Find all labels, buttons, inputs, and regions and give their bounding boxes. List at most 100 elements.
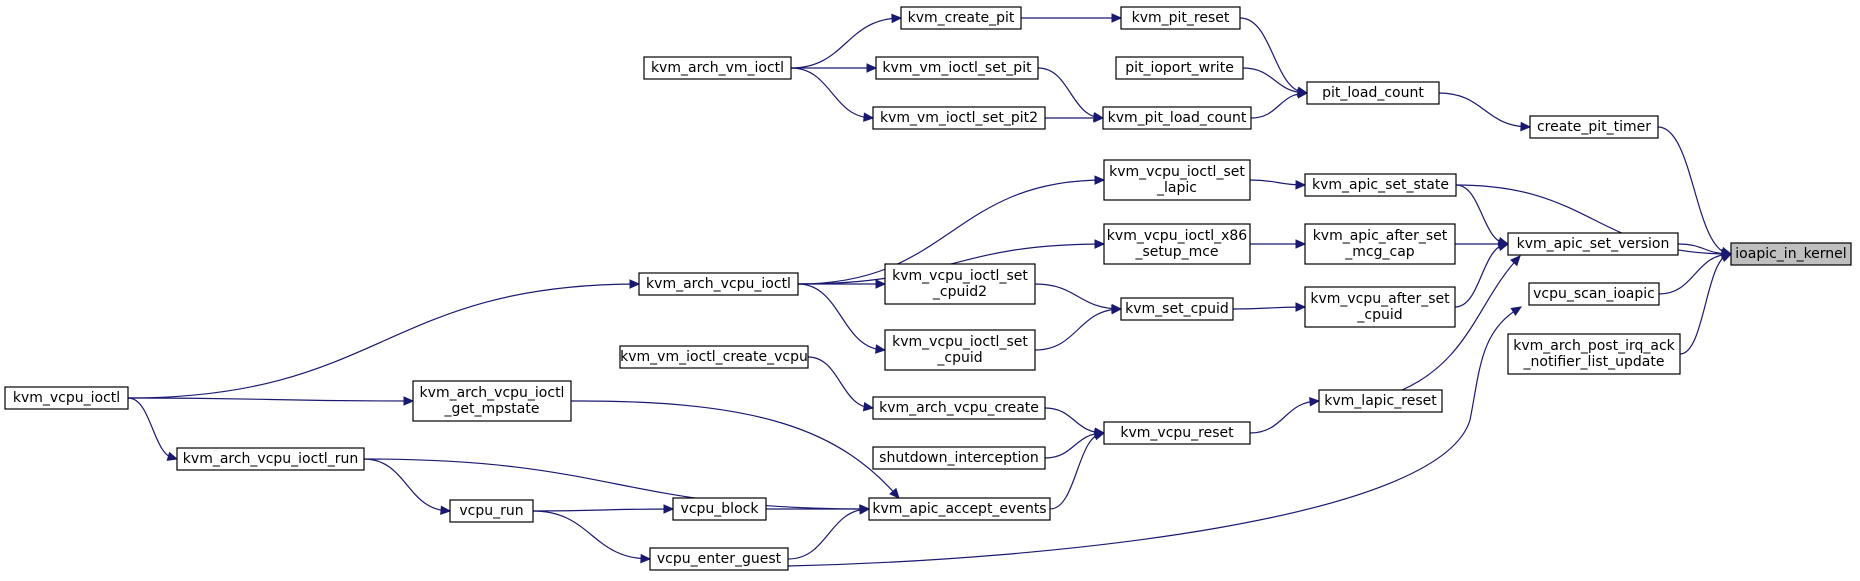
node-box (4, 386, 129, 410)
node-box (1304, 223, 1456, 265)
node-kvm_vm_ioctl_create_vcpu[interactable]: kvm_vm_ioctl_create_vcpu (619, 345, 809, 369)
edge-kvm_arch_vcpu_ioctl_run-to-vcpu_run (363, 458, 452, 515)
edge-kvm_arch_vm_ioctl-to-kvm_vm_ioctl_set_pit (791, 63, 878, 73)
node-kvm_vm_ioctl_set_pit[interactable]: kvm_vm_ioctl_set_pit (875, 56, 1039, 80)
node-label: shutdown_interception (879, 450, 1039, 466)
node-ioapic_in_kernel[interactable]: ioapic_in_kernel (1730, 242, 1852, 266)
edge-line (1034, 283, 1122, 310)
node-label: kvm_create_pit (908, 10, 1015, 26)
node-label: kvm_pit_reset (1132, 10, 1230, 26)
node-vcpu_scan_ioapic[interactable]: vcpu_scan_ioapic (1528, 282, 1660, 306)
edge-line (363, 458, 451, 512)
node-kvm_apic_set_version[interactable]: kvm_apic_set_version (1507, 232, 1679, 256)
edge-line (127, 397, 414, 402)
node-label: kvm_apic_accept_events (872, 501, 1046, 517)
node-label: vcpu_block (681, 501, 760, 517)
node-label: _get_mpstate (444, 401, 540, 417)
node-kvm_arch_vcpu_ioctl[interactable]: kvm_arch_vcpu_ioctl (638, 272, 799, 296)
node-kvm_vcpu_after_set_cpuid[interactable]: kvm_vcpu_after_set_cpuid (1304, 286, 1456, 328)
node-box (884, 329, 1036, 371)
node-kvm_vcpu_reset[interactable]: kvm_vcpu_reset (1103, 421, 1251, 445)
node-box (1529, 115, 1659, 139)
edge-kvm_vcpu_ioctl-to-kvm_arch_vcpu_ioctl_run (127, 397, 179, 461)
node-box (872, 396, 1046, 420)
node-kvm_create_pit[interactable]: kvm_create_pit (900, 6, 1022, 30)
edge-kvm_create_pit-to-kvm_pit_reset (1021, 13, 1123, 23)
node-box (1115, 56, 1244, 80)
node-kvm_vcpu_ioctl[interactable]: kvm_vcpu_ioctl (4, 386, 129, 410)
arrowhead (1295, 180, 1307, 190)
edge-line (1658, 253, 1732, 295)
node-kvm_pit_load_count[interactable]: kvm_pit_load_count (1102, 106, 1252, 130)
node-box (1528, 282, 1660, 306)
arrowhead (1295, 302, 1307, 312)
node-kvm_apic_after_set_mcg_cap[interactable]: kvm_apic_after_set_mcg_cap (1304, 223, 1456, 265)
node-kvm_vcpu_ioctl_set_cpuid[interactable]: kvm_vcpu_ioctl_set_cpuid (884, 329, 1036, 371)
node-kvm_arch_vm_ioctl[interactable]: kvm_arch_vm_ioctl (643, 56, 792, 80)
node-label: vcpu_enter_guest (657, 551, 782, 567)
arrowhead (1093, 431, 1106, 441)
node-kvm_arch_post_irq_ack_notifier_list_update[interactable]: kvm_arch_post_irq_ack_notifier_list_upda… (1507, 333, 1681, 375)
arrowhead (1295, 239, 1307, 249)
edge-kvm_vcpu_ioctl_x86_setup_mce-to-kvm_apic_after_set_mcg_cap (1250, 239, 1307, 249)
edge-line (1034, 308, 1122, 351)
edge-line (1049, 432, 1105, 510)
node-label: kvm_vcpu_reset (1120, 425, 1234, 441)
node-vcpu_enter_guest[interactable]: vcpu_enter_guest (649, 547, 789, 571)
node-label: kvm_arch_post_irq_ack (1513, 338, 1675, 354)
node-label: _cpuid (1356, 307, 1402, 323)
edge-kvm_set_cpuid-to-kvm_vcpu_after_set_cpuid (1232, 302, 1307, 312)
arrowhead (629, 279, 641, 289)
node-kvm_vcpu_ioctl_x86_setup_mce[interactable]: kvm_vcpu_ioctl_x86_setup_mce (1103, 223, 1251, 265)
edge-kvm_vcpu_ioctl_set_lapic-to-kvm_apic_set_state (1249, 179, 1307, 190)
node-kvm_arch_vcpu_ioctl_run[interactable]: kvm_arch_vcpu_ioctl_run (176, 447, 365, 471)
node-kvm_vcpu_ioctl_set_lapic[interactable]: kvm_vcpu_ioctl_set_lapic (1103, 159, 1251, 201)
node-pit_ioport_write[interactable]: pit_ioport_write (1115, 56, 1244, 80)
node-box (1103, 223, 1251, 265)
edge-line (1455, 184, 1732, 255)
node-vcpu_run[interactable]: vcpu_run (449, 499, 534, 523)
node-kvm_vm_ioctl_set_pit2[interactable]: kvm_vm_ioctl_set_pit2 (872, 106, 1046, 130)
node-box (1304, 286, 1456, 328)
node-kvm_lapic_reset[interactable]: kvm_lapic_reset (1318, 389, 1443, 413)
node-create_pit_timer[interactable]: create_pit_timer (1529, 115, 1659, 139)
node-kvm_set_cpuid[interactable]: kvm_set_cpuid (1120, 297, 1234, 321)
node-box (649, 547, 789, 571)
node-box (875, 56, 1039, 80)
arrowhead (1297, 89, 1309, 99)
node-kvm_arch_vcpu_ioctl_get_mpstate[interactable]: kvm_arch_vcpu_ioctl_get_mpstate (412, 380, 572, 422)
node-label: _cpuid (936, 350, 982, 366)
node-kvm_apic_set_state[interactable]: kvm_apic_set_state (1304, 173, 1457, 197)
node-label: ioapic_in_kernel (1735, 246, 1846, 262)
node-kvm_arch_vcpu_create[interactable]: kvm_arch_vcpu_create (872, 396, 1046, 420)
node-box (1120, 6, 1241, 30)
node-box (176, 447, 365, 471)
edge-kvm_arch_vm_ioctl-to-kvm_create_pit (790, 13, 903, 69)
node-kvm_pit_reset[interactable]: kvm_pit_reset (1120, 6, 1241, 30)
node-label: kvm_vcpu_ioctl_x86 (1107, 228, 1247, 244)
node-kvm_vcpu_ioctl_set_cpuid2[interactable]: kvm_vcpu_ioctl_set_cpuid2 (884, 263, 1036, 305)
edge-kvm_vcpu_reset-to-kvm_lapic_reset (1249, 396, 1321, 434)
arrowhead (862, 401, 875, 412)
node-label: kvm_vcpu_ioctl (13, 390, 120, 406)
node-box (872, 106, 1046, 130)
node-label: kvm_set_cpuid (1125, 301, 1229, 317)
node-label: vcpu_scan_ioapic (1533, 286, 1655, 302)
edge-line (1249, 400, 1320, 434)
node-box (1304, 173, 1457, 197)
edge-line (797, 179, 1105, 285)
edge-kvm_arch_vcpu_ioctl-to-kvm_vcpu_ioctl_set_cpuid2 (798, 279, 887, 289)
node-pit_load_count[interactable]: pit_load_count (1306, 81, 1440, 105)
arrowhead (875, 279, 887, 289)
arrowhead (640, 553, 652, 564)
arrowhead (891, 13, 903, 24)
edge-line (790, 17, 902, 69)
node-shutdown_interception[interactable]: shutdown_interception (872, 446, 1046, 470)
node-label: vcpu_run (459, 503, 523, 519)
node-kvm_apic_accept_events[interactable]: kvm_apic_accept_events (868, 497, 1051, 521)
edge-line (532, 510, 651, 560)
node-label: kvm_arch_vcpu_ioctl_run (183, 451, 358, 467)
arrowhead (1111, 13, 1123, 23)
node-vcpu_block[interactable]: vcpu_block (672, 497, 767, 521)
